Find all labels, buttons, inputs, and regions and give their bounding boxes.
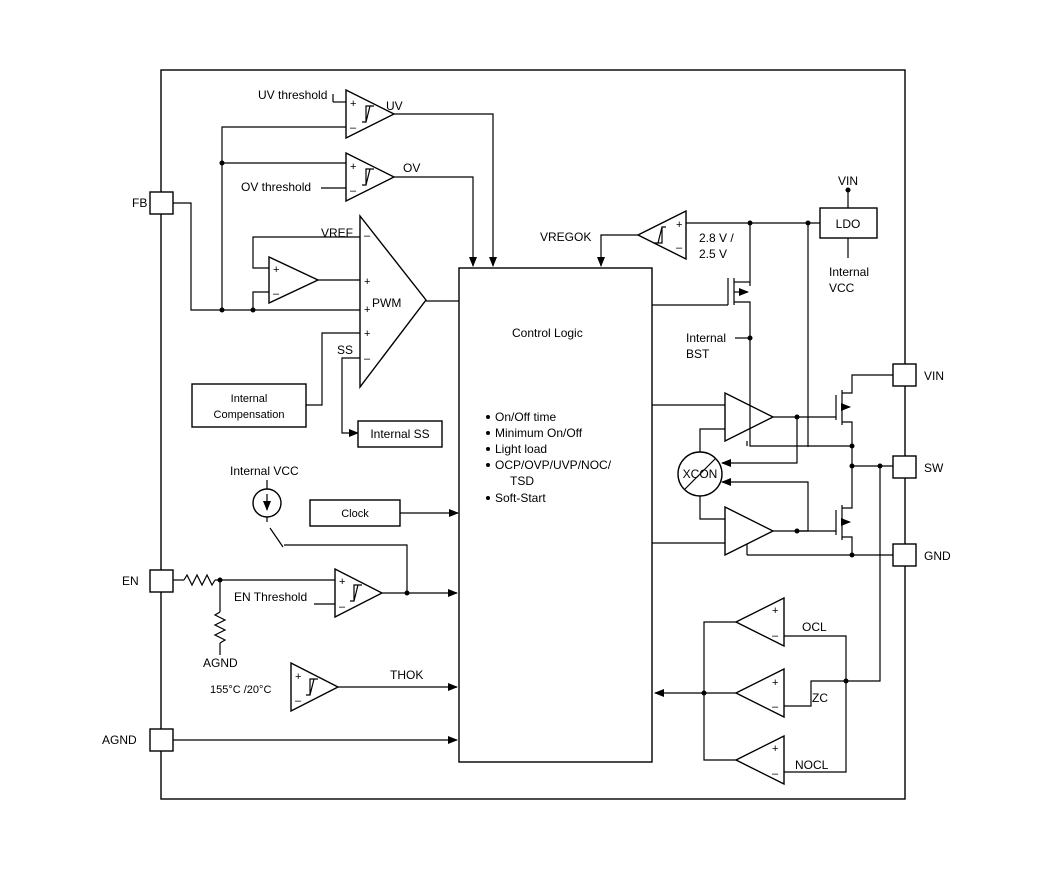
- internal-ss-block: [357, 420, 443, 448]
- control-logic-list: On/Off time Minimum On/Off Light load OC…: [486, 410, 612, 505]
- internal-compensation-label-2: Compensation: [214, 409, 285, 421]
- error-amplifier: + –: [268, 255, 320, 305]
- vregok-label: VREGOK: [540, 230, 591, 244]
- agnd-node-label: AGND: [203, 656, 238, 670]
- ov-signal-wire: [394, 176, 477, 267]
- pin-vin: [892, 363, 917, 387]
- svg-text:–: –: [364, 230, 371, 242]
- ldo-block: [819, 207, 878, 239]
- control-logic-title: Control Logic: [512, 326, 583, 340]
- internal-compensation-label-1: Internal: [231, 393, 268, 405]
- uv-comparator: + –: [345, 88, 396, 140]
- control-logic-item: OCP/OVP/UVP/NOC/: [495, 458, 612, 472]
- fb-wire: [173, 202, 362, 311]
- thermal-comparator: + –: [290, 661, 340, 713]
- vregok-threshold-label-1: 2.8 V /: [699, 231, 734, 245]
- ocl-label: OCL: [802, 620, 827, 634]
- en-comparator: + –: [334, 567, 384, 619]
- vref-label: VREF: [321, 226, 353, 240]
- clock-label: Clock: [341, 508, 369, 520]
- svg-text:+: +: [364, 304, 370, 316]
- xcon-label: XCON: [683, 467, 718, 481]
- low-side-mosfet: [835, 466, 853, 555]
- svg-text:–: –: [676, 242, 683, 254]
- ocl-comparator: + –: [734, 596, 785, 648]
- control-logic-item: Soft-Start: [495, 491, 546, 505]
- ldo-vcc-label-1: Internal: [829, 265, 869, 279]
- internal-bst-label-1: Internal: [686, 331, 726, 345]
- svg-text:+: +: [350, 161, 356, 173]
- pin-gnd-label: GND: [924, 549, 951, 563]
- ldo-vcc-label-2: VCC: [829, 281, 855, 295]
- pwm-label: PWM: [372, 296, 401, 310]
- ov-comparator: + –: [345, 151, 396, 203]
- vregok-comparator: + –: [636, 209, 687, 261]
- control-logic-item: On/Off time: [495, 410, 556, 424]
- svg-text:+: +: [364, 276, 370, 288]
- switch-icon: [269, 527, 284, 548]
- low-side-driver: [724, 505, 775, 557]
- svg-text:–: –: [772, 630, 779, 642]
- thok-label: THOK: [390, 668, 423, 682]
- pwm-comparator: – + + + –: [359, 213, 427, 390]
- svg-text:+: +: [676, 219, 682, 231]
- pin-gnd: [892, 543, 917, 567]
- svg-text:–: –: [364, 353, 371, 365]
- control-logic-item-cont: TSD: [510, 474, 534, 488]
- svg-text:+: +: [364, 328, 370, 340]
- bst-mosfet: [652, 278, 751, 338]
- zc-comparator: + –: [734, 667, 785, 719]
- svg-text:+: +: [273, 264, 279, 276]
- svg-text:–: –: [772, 768, 779, 780]
- svg-text:+: +: [772, 743, 778, 755]
- svg-text:–: –: [339, 601, 346, 613]
- high-side-mosfet: [835, 374, 893, 446]
- svg-text:–: –: [772, 701, 779, 713]
- pin-en-label: EN: [122, 574, 139, 588]
- en-series-resistor: [183, 573, 216, 587]
- uv-label: UV: [386, 99, 403, 113]
- internal-ss-label: Internal SS: [370, 427, 429, 441]
- svg-text:+: +: [339, 576, 345, 588]
- nocl-comparator: + –: [734, 734, 785, 786]
- high-side-driver: [724, 391, 775, 443]
- vregok-threshold-label-2: 2.5 V: [699, 247, 727, 261]
- pin-sw: [892, 455, 917, 479]
- svg-text:–: –: [295, 695, 302, 707]
- svg-text:+: +: [772, 677, 778, 689]
- svg-text:–: –: [273, 288, 280, 300]
- svg-text:–: –: [350, 122, 357, 134]
- temp-threshold-label: 155°C /20°C: [210, 684, 271, 696]
- svg-text:+: +: [350, 98, 356, 110]
- svg-text:+: +: [295, 671, 301, 683]
- ldo-label: LDO: [836, 217, 861, 231]
- zc-label: ZC: [812, 691, 828, 705]
- pin-fb-label: FB: [132, 196, 147, 210]
- uv-signal-wire: [394, 113, 497, 267]
- internal-bst-label-2: BST: [686, 347, 710, 361]
- pin-agnd: [149, 728, 174, 752]
- svg-text:–: –: [350, 185, 357, 197]
- uv-threshold-label: UV threshold: [258, 88, 327, 102]
- ss-label: SS: [337, 343, 353, 357]
- ov-threshold-label: OV threshold: [241, 180, 311, 194]
- pin-en: [149, 569, 174, 593]
- pin-sw-label: SW: [924, 461, 944, 475]
- svg-text:+: +: [772, 605, 778, 617]
- nocl-label: NOCL: [795, 758, 829, 772]
- pin-vin-label: VIN: [924, 369, 944, 383]
- pin-agnd-label: AGND: [102, 733, 137, 747]
- internal-compensation-block: [191, 383, 307, 428]
- ov-label: OV: [403, 161, 420, 175]
- en-pulldown-resistor: [213, 611, 227, 644]
- control-logic-item: Light load: [495, 442, 547, 456]
- pin-fb: [149, 191, 174, 215]
- internal-vcc-label: Internal VCC: [230, 464, 299, 478]
- ldo-vin-label: VIN: [838, 174, 858, 188]
- control-logic-item: Minimum On/Off: [495, 426, 583, 440]
- en-threshold-label: EN Threshold: [234, 590, 307, 604]
- control-logic-block: [458, 267, 653, 763]
